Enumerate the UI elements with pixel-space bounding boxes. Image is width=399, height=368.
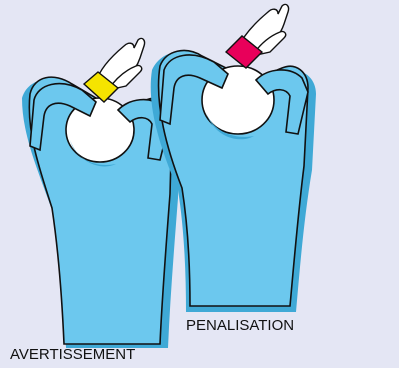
penalisation-label: PENALISATION bbox=[186, 317, 294, 334]
referee-penalty-gesture-figure bbox=[151, 4, 316, 312]
avertissement-label: AVERTISSEMENT bbox=[10, 346, 135, 363]
